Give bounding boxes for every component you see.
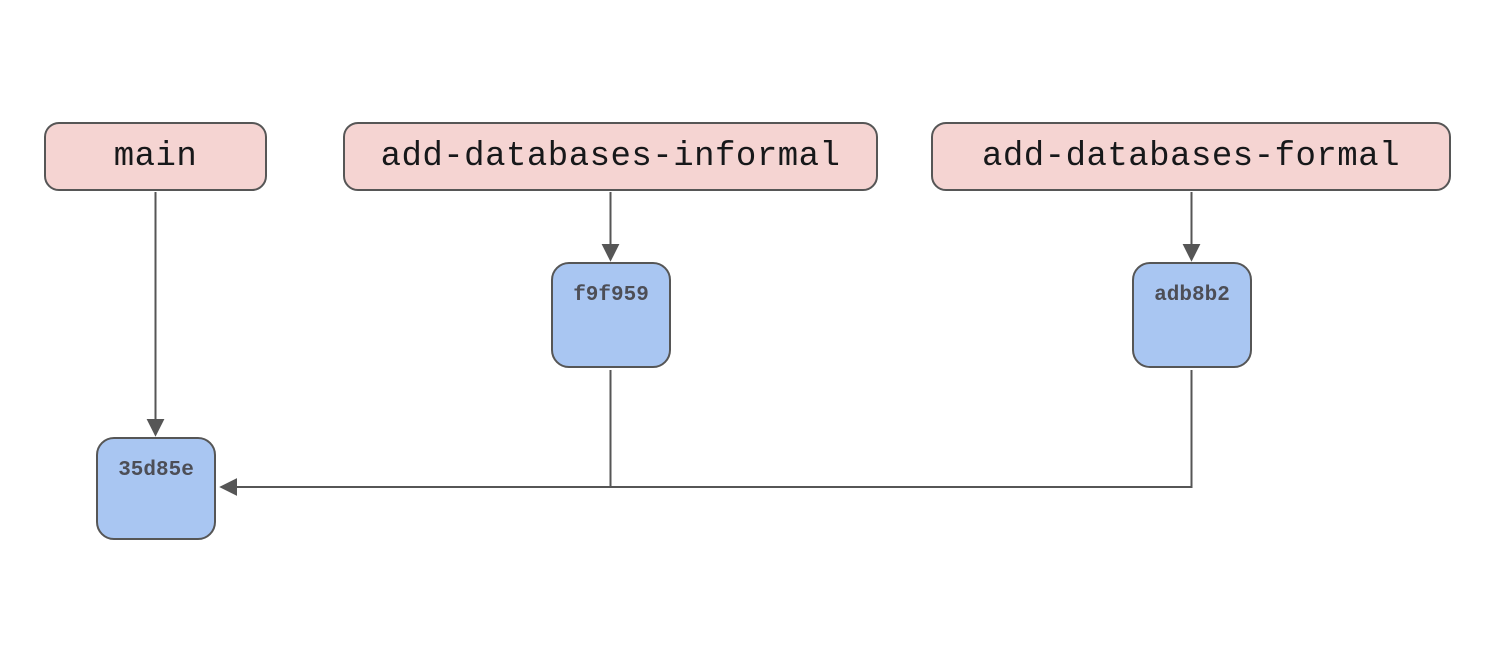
commit-node-f9f959: f9f959 <box>551 262 671 368</box>
edge-adb8b2-to-35d85e <box>219 370 1193 496</box>
branch-node-add-databases-formal: add-databases-formal <box>931 122 1451 191</box>
branch-node-main: main <box>44 122 267 191</box>
branch-label: add-databases-formal <box>981 137 1401 176</box>
commit-hash: adb8b2 <box>1154 284 1230 307</box>
commit-hash: 35d85e <box>118 459 194 482</box>
branch-label: add-databases-informal <box>380 137 841 176</box>
commit-node-35d85e: 35d85e <box>96 437 216 540</box>
branch-node-add-databases-informal: add-databases-informal <box>343 122 878 191</box>
branch-label: main <box>113 137 198 176</box>
commit-hash: f9f959 <box>573 284 649 307</box>
commit-node-adb8b2: adb8b2 <box>1132 262 1252 368</box>
